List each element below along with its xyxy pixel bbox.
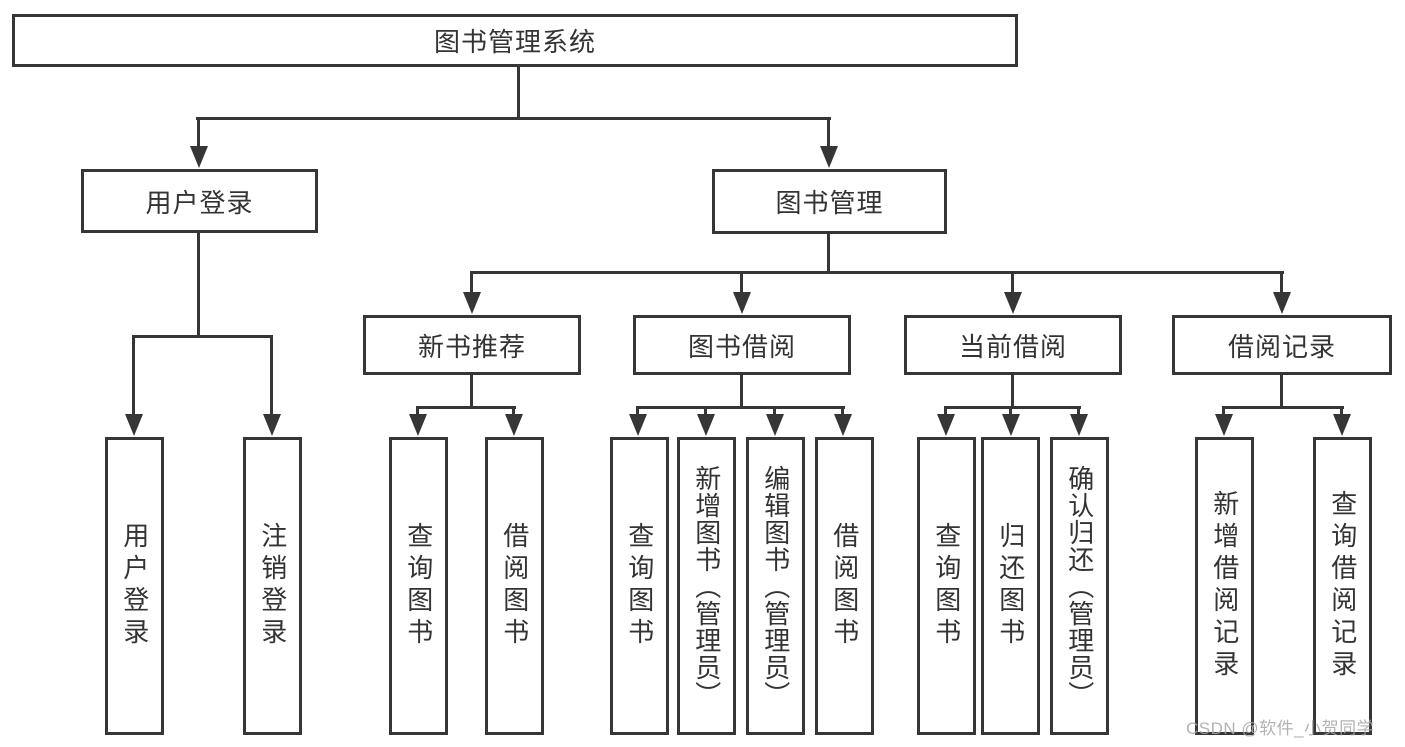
- node-user-login: 用户登录: [81, 169, 318, 233]
- connector-line: [517, 67, 520, 119]
- connector-line: [704, 408, 707, 416]
- connector-line: [740, 375, 743, 408]
- arrow-down-icon: [125, 414, 143, 436]
- arrow-down-icon: [1070, 414, 1088, 436]
- leaf-add-book-admin: 新增图书（管理员）: [677, 437, 736, 735]
- arrow-down-icon: [766, 414, 784, 436]
- connector-line: [470, 271, 1284, 274]
- leaf-query-book-2: 查询图书: [610, 437, 669, 735]
- connector-line: [827, 233, 830, 273]
- arrow-down-icon: [1215, 414, 1233, 436]
- connector-line: [1280, 375, 1283, 408]
- arrow-down-icon: [409, 414, 427, 436]
- leaf-user-login: 用户登录: [105, 437, 164, 735]
- leaf-user-login-label: 用户登录: [119, 522, 150, 650]
- leaf-return-book-label: 归还图书: [995, 522, 1026, 650]
- arrow-down-icon: [697, 414, 715, 436]
- node-user-login-label: 用户登录: [145, 187, 254, 218]
- node-borrow-record: 借阅记录: [1172, 315, 1392, 375]
- connector-line: [1009, 408, 1012, 416]
- connector-line: [196, 117, 831, 120]
- arrow-down-icon: [190, 146, 208, 168]
- connector-line: [512, 408, 515, 416]
- connector-line: [1222, 408, 1225, 416]
- arrow-down-icon: [1333, 414, 1351, 436]
- leaf-borrow-book-2: 借阅图书: [815, 437, 874, 735]
- node-root-label: 图书管理系统: [433, 27, 596, 57]
- connector-line: [1222, 406, 1344, 409]
- leaf-query-book-1: 查询图书: [389, 437, 448, 735]
- leaf-borrow-book-2-label: 借阅图书: [829, 522, 860, 650]
- leaf-edit-book-admin-label: 编辑图书（管理员）: [760, 464, 791, 708]
- leaf-borrow-book-1-label: 借阅图书: [499, 522, 530, 650]
- connector-line: [270, 337, 273, 415]
- leaf-query-book-1-label: 查询图书: [403, 522, 434, 650]
- leaf-logout-label: 注销登录: [257, 522, 288, 650]
- leaf-query-book-3-label: 查询图书: [931, 522, 962, 650]
- leaf-add-book-admin-label: 新增图书（管理员）: [691, 464, 722, 708]
- connector-line: [944, 406, 1081, 409]
- arrow-down-icon: [1004, 292, 1022, 314]
- connector-line: [470, 375, 473, 408]
- arrow-down-icon: [1002, 414, 1020, 436]
- connector-line: [1011, 375, 1014, 408]
- arrow-down-icon: [1273, 292, 1291, 314]
- leaf-add-borrow-record-label: 新增借阅记录: [1209, 490, 1240, 682]
- arrow-down-icon: [820, 146, 838, 168]
- leaf-add-borrow-record: 新增借阅记录: [1195, 437, 1254, 735]
- connector-line: [197, 233, 200, 337]
- arrow-down-icon: [463, 292, 481, 314]
- node-current-borrow-label: 当前借阅: [958, 331, 1067, 362]
- arrow-down-icon: [834, 414, 852, 436]
- node-new-book-recommend-label: 新书推荐: [417, 331, 526, 362]
- leaf-query-borrow-record-label: 查询借阅记录: [1327, 490, 1358, 682]
- connector-line: [636, 406, 845, 409]
- leaf-query-book-3: 查询图书: [917, 437, 976, 735]
- node-book-management: 图书管理: [712, 169, 947, 234]
- connector-line: [841, 408, 844, 416]
- connector-line: [944, 408, 947, 416]
- leaf-query-book-2-label: 查询图书: [624, 522, 655, 650]
- connector-line: [636, 408, 639, 416]
- connector-line: [1280, 273, 1283, 293]
- arrow-down-icon: [937, 414, 955, 436]
- connector-line: [740, 273, 743, 293]
- connector-line: [416, 408, 419, 416]
- connector-line: [1340, 408, 1343, 416]
- leaf-edit-book-admin: 编辑图书（管理员）: [746, 437, 805, 735]
- node-current-borrow: 当前借阅: [904, 315, 1122, 375]
- node-book-management-label: 图书管理: [775, 188, 884, 218]
- leaf-return-book: 归还图书: [981, 437, 1040, 735]
- node-book-borrow-label: 图书借阅: [687, 331, 796, 362]
- node-root: 图书管理系统: [12, 14, 1018, 67]
- connector-line: [197, 119, 200, 147]
- connector-line: [416, 406, 516, 409]
- connector-line: [1011, 273, 1014, 293]
- arrow-down-icon: [629, 414, 647, 436]
- leaf-logout: 注销登录: [243, 437, 302, 735]
- node-new-book-recommend: 新书推荐: [363, 315, 581, 375]
- leaf-borrow-book-1: 借阅图书: [485, 437, 544, 735]
- arrow-down-icon: [505, 414, 523, 436]
- leaf-confirm-return-admin-label: 确认归还（管理员）: [1064, 464, 1095, 708]
- connector-line: [470, 273, 473, 293]
- leaf-confirm-return-admin: 确认归还（管理员）: [1050, 437, 1109, 735]
- watermark: CSDN @软件_小贺同学: [1186, 719, 1375, 738]
- arrow-down-icon: [263, 414, 281, 436]
- node-borrow-record-label: 借阅记录: [1227, 331, 1336, 362]
- leaf-query-borrow-record: 查询借阅记录: [1313, 437, 1372, 735]
- connector-line: [132, 337, 135, 415]
- connector-line: [132, 335, 273, 338]
- connector-line: [827, 119, 830, 147]
- arrow-down-icon: [733, 292, 751, 314]
- node-book-borrow: 图书借阅: [633, 315, 851, 375]
- connector-line: [773, 408, 776, 416]
- connector-line: [1077, 408, 1080, 416]
